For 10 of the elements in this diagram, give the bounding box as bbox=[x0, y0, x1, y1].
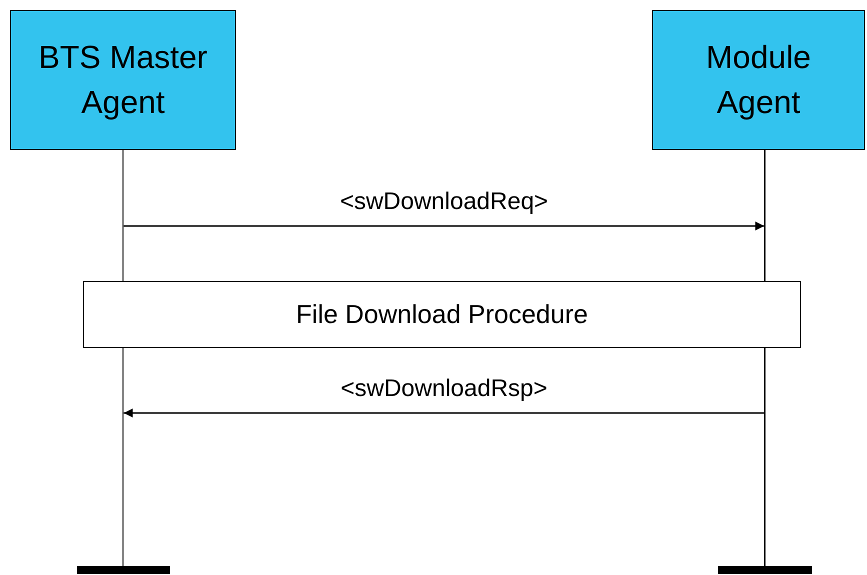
lifeline-head-box bbox=[10, 10, 236, 150]
lifeline-end-bar bbox=[77, 566, 170, 574]
lifeline-end-bar bbox=[718, 566, 812, 574]
participant-name: Module Agent bbox=[705, 38, 812, 122]
message-arrow bbox=[124, 222, 764, 230]
procedure-box bbox=[83, 281, 801, 348]
lifeline-head-box bbox=[652, 10, 865, 150]
participant-name: BTS Master Agent bbox=[38, 38, 208, 122]
procedure-label: File Download Procedure bbox=[296, 299, 588, 330]
message-arrow bbox=[124, 408, 764, 418]
